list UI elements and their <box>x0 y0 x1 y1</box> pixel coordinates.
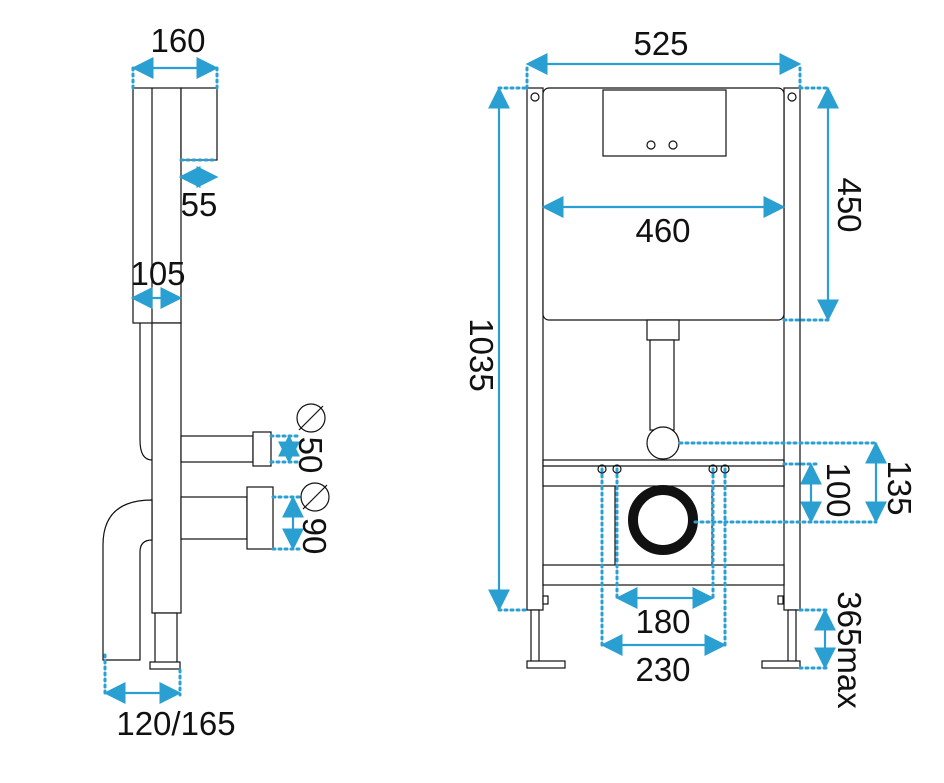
dim-outer-bolt-label: 230 <box>635 651 690 688</box>
dim-tank-depth-label: 55 <box>181 186 218 223</box>
side-bend <box>102 499 153 661</box>
dim-frame-width-label: 525 <box>633 25 688 62</box>
large-outlet <box>628 485 698 555</box>
side-frame-upper <box>132 87 182 324</box>
dim-large-outlet-label: 135 <box>881 460 918 515</box>
upper-rail <box>542 459 785 487</box>
dim-tank-height-label: 450 <box>831 177 868 232</box>
side-frame-lower <box>151 322 182 614</box>
flush-plate <box>602 89 727 157</box>
side-pipe-large <box>180 496 248 540</box>
dim-inner-bolt-label: 180 <box>635 603 690 640</box>
lower-rail <box>542 564 785 586</box>
side-pipe-small <box>180 435 254 463</box>
side-dimensions <box>103 57 304 704</box>
side-tank-block <box>180 87 218 161</box>
side-frame-foot <box>149 661 181 670</box>
dim-tank-width-label: 460 <box>635 212 690 249</box>
dim-base-width-label: 120/165 <box>116 705 235 742</box>
front-dimensions <box>488 53 887 670</box>
dim-top-width-label: 160 <box>150 22 205 59</box>
front-view <box>526 87 801 669</box>
dim-pipe-small-label: 50 <box>292 437 329 474</box>
front-right-post <box>783 87 801 611</box>
dim-leg-adjust-label: 365max <box>831 591 868 709</box>
dim-pipe-large-label: 90 <box>296 518 333 555</box>
side-view <box>102 87 330 670</box>
dim-frame-depth-label: 105 <box>130 255 185 292</box>
side-frame-base <box>154 612 178 664</box>
dim-frame-height-label: 1035 <box>463 318 500 391</box>
small-outlet <box>646 426 680 460</box>
dim-small-outlet-label: 100 <box>820 462 857 517</box>
front-left-post <box>526 87 544 611</box>
flush-tube <box>649 339 675 431</box>
